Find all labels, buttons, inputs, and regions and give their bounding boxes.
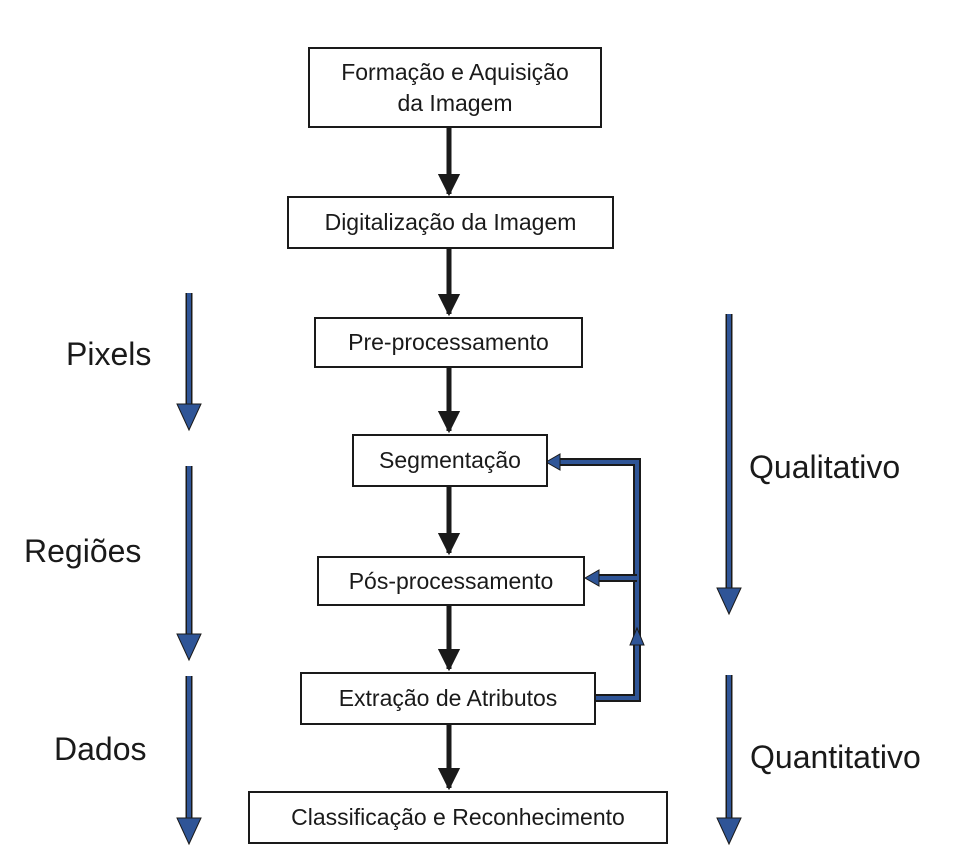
step-extracao-atributos: Extração de Atributos (300, 672, 596, 725)
feedback-head-segmentacao (544, 453, 561, 471)
step-pre-processamento: Pre-processamento (314, 317, 583, 368)
step-label: Extração de Atributos (338, 685, 558, 711)
stage-label-pixels: Pixels (66, 336, 152, 372)
step-formacao-aquisicao: Formação e Aquisição da Imagem (308, 47, 602, 128)
step-label: Digitalização da Imagem (324, 209, 577, 235)
right-stage-arrows (716, 314, 742, 846)
step-label: Formação e Aquisição da Imagem (341, 58, 569, 116)
quantitativo-arrow (716, 675, 742, 846)
regioes-arrow (176, 466, 202, 662)
stage-label-qualitativo: Qualitativo (749, 449, 901, 485)
step-label: Pre-processamento (348, 329, 549, 355)
step-pos-processamento: Pós-processamento (317, 556, 585, 606)
stage-label-quantitativo: Quantitativo (750, 739, 921, 775)
qualitativo-arrow (716, 314, 742, 616)
stage-label-regioes: Regiões (24, 533, 142, 569)
step-classificacao-reconhecimento: Classificação e Reconhecimento (248, 791, 668, 844)
left-stage-arrows (176, 293, 202, 846)
step-digitalizacao: Digitalização da Imagem (287, 196, 614, 249)
step-label: Segmentação (379, 447, 521, 473)
step-label: Pós-processamento (348, 567, 554, 594)
feedback-head-pos (583, 569, 600, 587)
step-label: Classificação e Reconhecimento (291, 804, 625, 830)
feedback-arrows (544, 453, 645, 702)
step-segmentacao: Segmentação (352, 434, 548, 487)
stage-label-dados: Dados (54, 731, 147, 767)
pixels-arrow (176, 293, 202, 432)
dados-arrow (176, 676, 202, 846)
feedback-head-up (629, 626, 645, 646)
